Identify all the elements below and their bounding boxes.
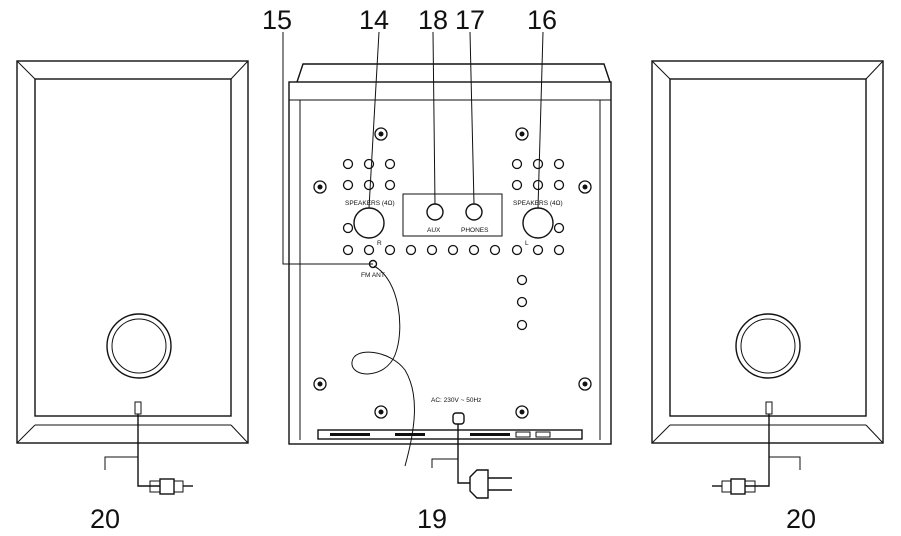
callout-20-right: 20	[786, 504, 816, 534]
right-speaker-front	[669, 78, 867, 417]
right-speaker-cabinet	[651, 60, 884, 444]
screw	[313, 180, 327, 194]
phones-label: PHONES	[461, 227, 489, 234]
callout-15: 15	[262, 5, 292, 35]
screw	[374, 127, 388, 141]
power-cord	[431, 424, 470, 484]
screw	[578, 180, 592, 194]
main-unit-body	[288, 81, 612, 445]
left-speaker	[16, 60, 249, 495]
callout-16: 16	[527, 5, 557, 35]
screw	[578, 377, 592, 391]
speaker-terminal-right[interactable]	[353, 207, 385, 239]
screw	[515, 405, 529, 419]
left-speaker-port	[106, 313, 172, 379]
power-plug	[469, 469, 512, 499]
left-speaker-wire-outlet	[134, 401, 142, 415]
screw	[374, 405, 388, 419]
power-cord-outlet	[452, 412, 465, 425]
phones-jack[interactable]	[465, 203, 483, 221]
left-speaker-cabinet	[16, 60, 249, 444]
right-speaker-wire-outlet	[765, 401, 773, 415]
main-unit-base	[317, 429, 583, 440]
screw	[313, 377, 327, 391]
main-unit: SPEAKERS (4Ω) R SPEAKERS (4Ω) L AUX PHON…	[288, 63, 612, 467]
aux-jack[interactable]	[426, 203, 444, 221]
fm-ant-label: FM ANT	[361, 272, 385, 279]
right-speaker-cable	[745, 414, 770, 487]
leader-lines	[282, 31, 544, 265]
screw	[515, 127, 529, 141]
left-speaker-front	[34, 78, 232, 417]
speaker-l-label: L	[525, 240, 529, 247]
callout-20-left: 20	[90, 504, 120, 534]
right-speaker-rca-plug	[712, 478, 756, 495]
ac-power-label: AC: 230V ~ 50Hz	[431, 397, 481, 404]
left-speaker-rca-plug	[149, 478, 193, 495]
jack-panel	[402, 193, 503, 237]
right-speaker-port	[735, 313, 801, 379]
left-speaker-port-inner	[111, 318, 167, 374]
speaker-r-label: R	[377, 240, 382, 247]
callout-18: 18	[418, 5, 448, 35]
speaker-terminal-left[interactable]	[522, 207, 554, 239]
right-speaker-port-inner	[740, 318, 796, 374]
right-speaker	[651, 60, 884, 495]
speakers-right-label: SPEAKERS (4Ω)	[345, 200, 395, 207]
aux-label: AUX	[427, 227, 441, 234]
left-speaker-cable	[137, 414, 160, 487]
callout-19: 19	[417, 504, 447, 534]
main-unit-top-bezel	[296, 63, 611, 83]
callout-17: 17	[455, 5, 485, 35]
callout-14: 14	[359, 5, 389, 35]
fm-antenna-wire	[351, 265, 415, 467]
